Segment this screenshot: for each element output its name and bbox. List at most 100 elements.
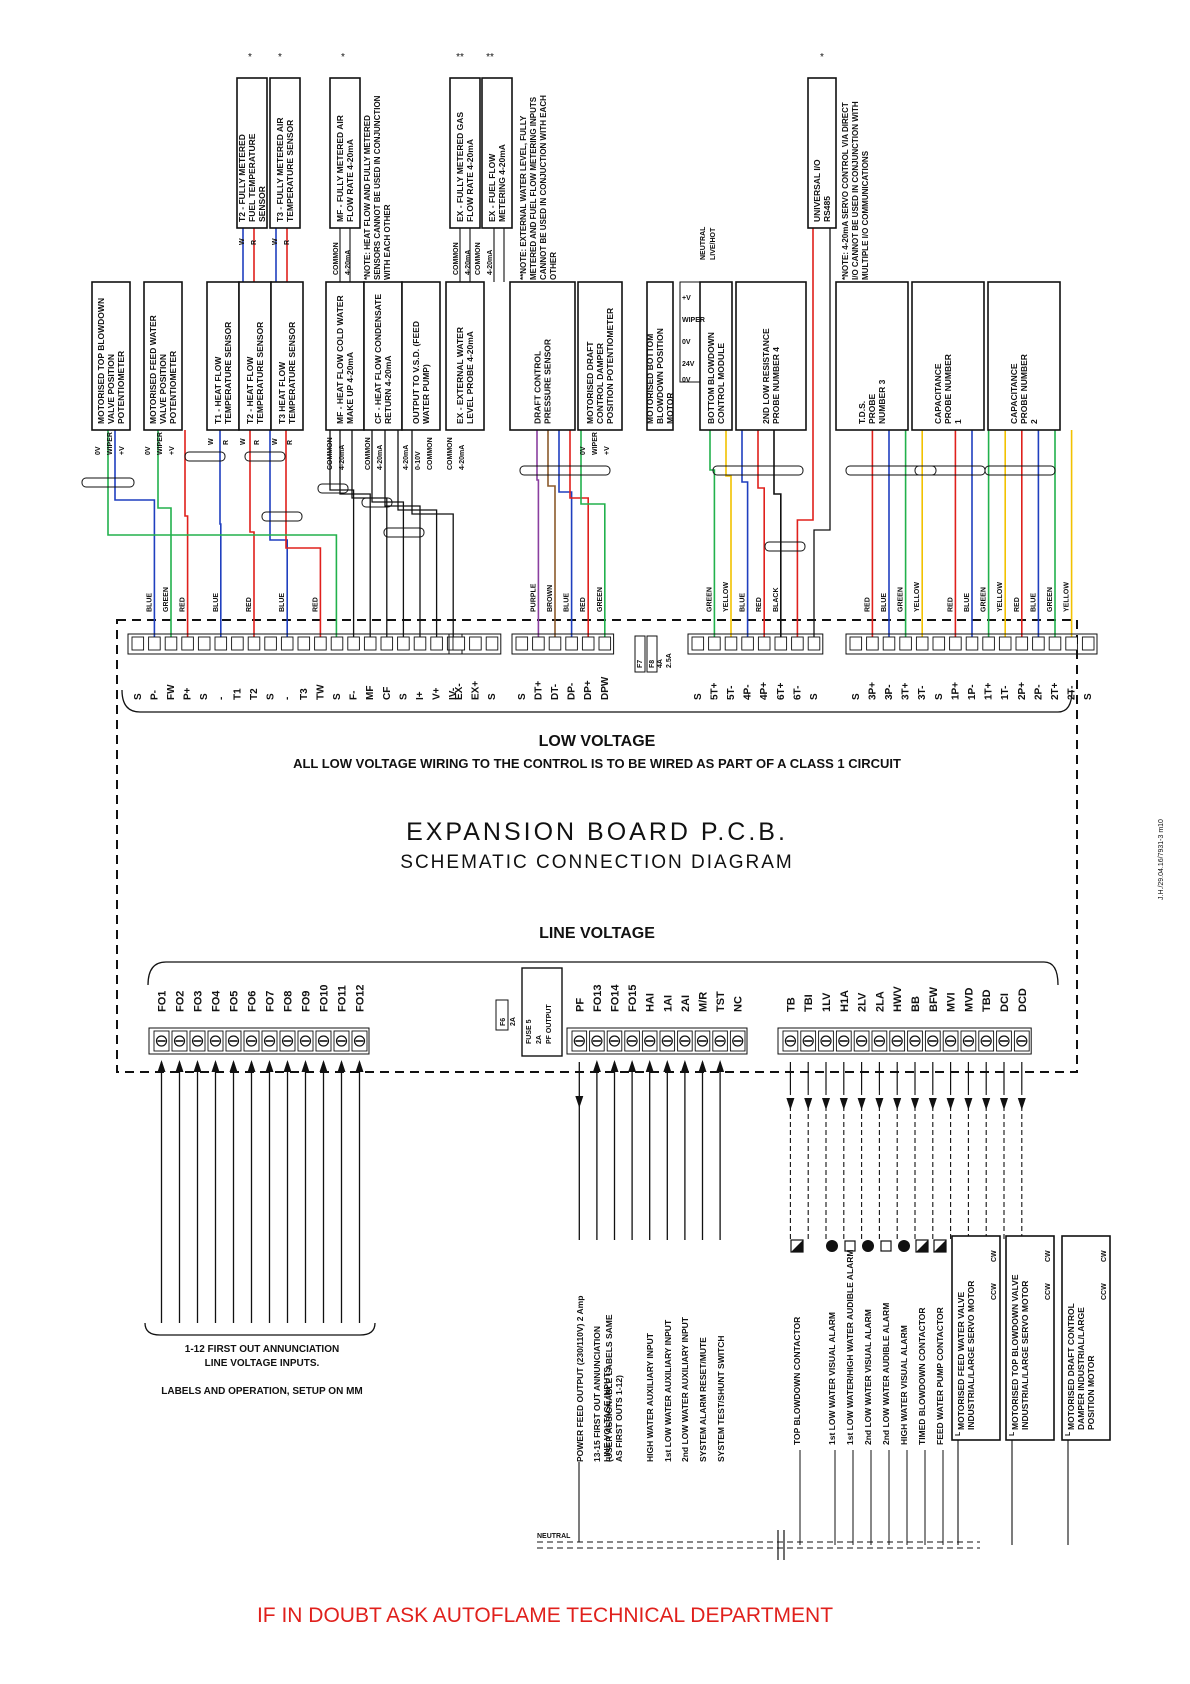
lv-terminal [998,636,1012,651]
right-label: TBD [981,989,993,1012]
lv-terminal-label: S [487,693,498,700]
box-ex-probe-label-0: EX - EXTERNAL WATER [455,327,465,424]
right-arrow-down [911,1098,919,1110]
lv-terminal-label: 3T+ [901,682,912,700]
wire-g4 [773,430,782,637]
screen-loop [845,465,937,476]
lv-terminal-label: S [133,693,144,700]
top-pin-label: COMMON [453,242,460,275]
fo-label: FO2 [175,991,187,1012]
lv-terminal [791,636,804,651]
fo-label: FO10 [319,984,331,1012]
screen-loop [361,497,393,508]
fo-note-2: LINE VOLTAGE INPUTS. [205,1358,320,1369]
box-ex-fuel [481,77,513,229]
right-arrow-down [928,1098,937,1110]
pin-label: R [223,440,230,445]
box-draft-damper-pot-label-1: CONTROL DAMPER [595,343,605,424]
box-top-blowdown-pot-label-1: VALVE POSITION [106,354,116,424]
box-cf-condensate-label-1: RETURN 4-20mA [383,356,393,425]
motor-feed-water-label-1: INDUSTRIAL/LARGE SERVO MOTOR [966,1281,976,1430]
wire-color-label: BLUE [146,593,153,612]
lv-terminal [548,636,562,651]
pin-label: +V [604,446,611,455]
mid-label: TST [715,991,727,1012]
fo-arrow-head [301,1060,310,1072]
right-block [777,1027,1032,1055]
box-feed-water-pot-label-1: VALVE POSITION [158,354,168,424]
top-pin-label: W [272,238,279,245]
motor-draft-control-cw: CW [1101,1250,1108,1262]
lv-terminal-label: T2 [249,688,260,700]
right-arrow-down [1000,1098,1008,1110]
warning-text: IF IN DOUBT ASK AUTOFLAME TECHNICAL DEPA… [257,1604,833,1627]
fo-arrow-head [247,1060,256,1072]
asterisk: ** [486,52,494,63]
wire-color-label: RED [864,597,871,612]
fo-label: FO7 [265,991,277,1012]
lv-terminal [330,636,344,651]
lv-terminal-label: 6T+ [776,682,787,700]
lv-terminal [380,636,394,651]
note-heat-flow-1: SENSORS CANNOT BE USED IN CONJUNCTION [373,95,382,280]
contactor-fill [791,1240,803,1252]
motor-draft-control-label-2: POSITION MOTOR [1086,1356,1096,1430]
screen-loop [914,465,986,476]
mid-arrow-up [680,1060,689,1072]
lv-terminal [347,636,360,651]
lv-terminal-label: V+ [432,687,443,700]
mid-label: FO13 [592,984,604,1012]
lv-terminal-label: DP- [567,683,578,700]
mid-arrow-up [592,1060,601,1072]
screen-loop [244,451,286,462]
motor-feed-water-ccw: CCW [991,1283,998,1300]
note-servo-2: MULTIPLE I/O COMMUNICATIONS [861,150,870,280]
fo-arrow-head [229,1060,238,1072]
blowdown-pin-label: 0V [682,377,691,384]
pin-label: 0V [145,446,152,455]
blowdown-pin-label: 24V [682,361,695,368]
box-cap-probe-2-label-0: CAPACITANCE [1009,363,1019,424]
mid-label-3-0: HIGH WATER AUXILIARY INPUT [645,1332,655,1462]
lv-terminal-label: EX- [454,683,465,700]
right-label: H1A [839,990,851,1012]
box-bottom-blowdown-motor-label-0: MOTORISED BOTTOM [645,334,655,424]
fuse-f8-rating: 2.5A [666,653,673,668]
lv-terminal-label: S [851,693,862,700]
lv-terminal-label: I+ [415,691,426,700]
mid-arrow-down [575,1096,584,1108]
box-low-probe-4 [735,281,807,431]
lv-terminal [314,636,327,651]
screen-loop [519,465,611,476]
class-note: ALL LOW VOLTAGE WIRING TO THE CONTROL IS… [293,756,901,771]
box-t2-fuel-label-2: SENSOR [257,186,267,222]
lv-terminal [430,636,443,651]
box-ex-gas-label-1: FLOW RATE 4-20mA [465,139,475,222]
lv-terminal-label: DPW [600,676,611,700]
mid-arrow-up [716,1060,725,1072]
box-t2-fuel-label-1: FUEL TEMPERATURE [247,133,257,222]
box-mf-air-label-0: MF - FULLY METERED AIR [335,115,345,222]
wire-color-label: BLUE [740,593,747,612]
right-arrow-down [839,1098,848,1110]
box-bottom-blowdown-module-label-1: CONTROL MODULE [716,343,726,424]
lv-terminal-label: - [216,697,227,700]
box-t1-sensor [206,281,240,431]
fo-note-3: LABELS AND OPERATION, SETUP ON MM [161,1386,363,1397]
mid-arrow-up [610,1060,619,1072]
mid-label-1-0: 13-15 FIRST OUT ANNUNCIATION [592,1326,602,1462]
mid-label-2-0: (USER ASSIGNABLE LABELS SAME [604,1314,614,1462]
lv-terminal-label: 1P- [967,684,978,700]
lv-terminal-label: 2T+ [1050,682,1061,700]
fo-arrow-head [319,1060,328,1072]
lv-terminal [397,636,410,651]
box-feed-water-pot-label-2: POTENTIOMETER [168,351,178,424]
box-universal-io [807,77,837,229]
lv-terminal-label: - [282,697,293,700]
note-servo-1: I/O CANNOT BE USED IN CONJUNCTION WITH [851,101,860,280]
lv-terminal-label: S [332,693,343,700]
blowdown-pin-label: +V [682,295,691,302]
screen-loop [261,511,303,522]
wire-color-label: BLUE [213,593,220,612]
